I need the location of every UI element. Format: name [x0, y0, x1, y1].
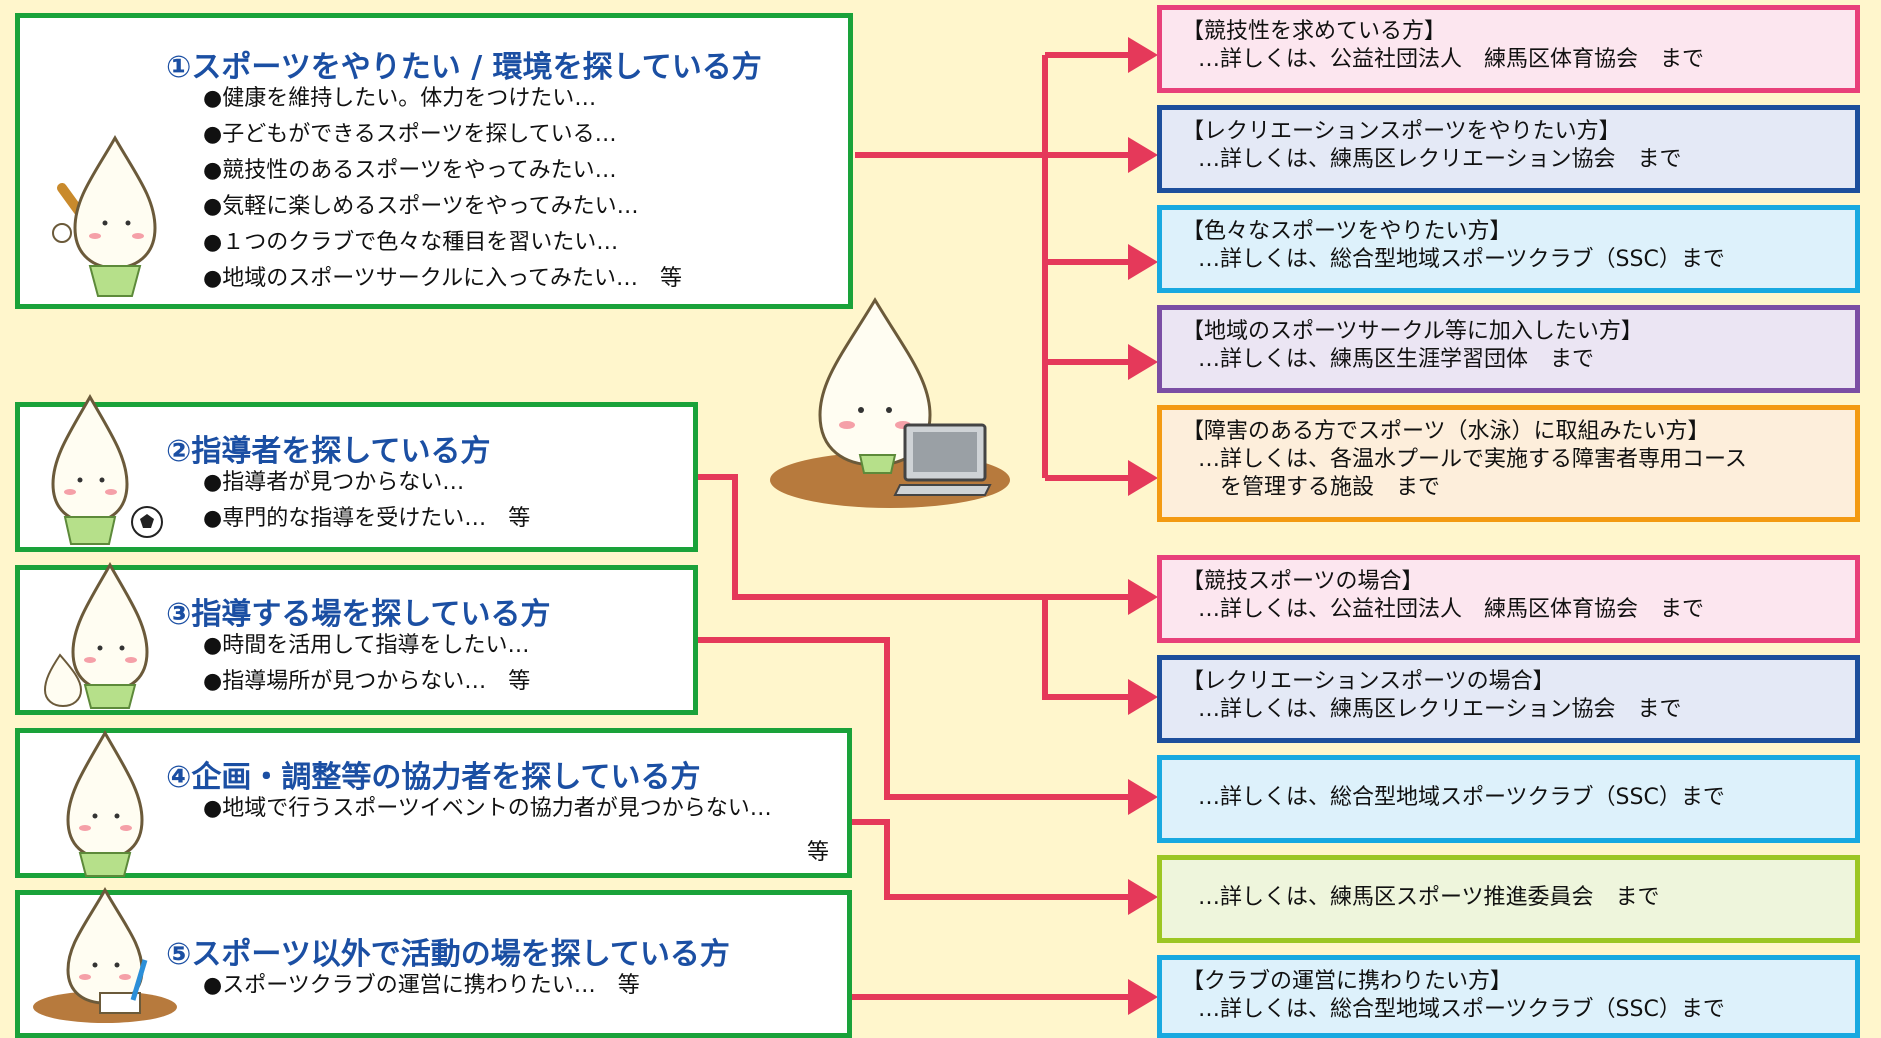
arrowhead-1 [1128, 37, 1158, 73]
arrowhead-6 [1128, 579, 1158, 615]
destination-box-9: …詳しくは、練馬区スポーツ推進委員会 まで [1157, 855, 1860, 943]
arrowhead-8 [1128, 779, 1158, 815]
arrowhead-5 [1128, 460, 1158, 496]
category-item: ●健康を維持したい。体力をつけたい… [203, 86, 597, 111]
destination-detail: を管理する施設 まで [1198, 475, 1441, 501]
destination-box-8: …詳しくは、総合型地域スポーツクラブ（SSC）まで [1157, 755, 1860, 843]
category-box-4: ④企画・調整等の協力者を探している方 ●地域で行うスポーツイベントの協力者が見つ… [15, 728, 852, 878]
destination-detail: …詳しくは、総合型地域スポーツクラブ（SSC）まで [1198, 247, 1725, 273]
category-title: ①スポーツをやりたい / 環境を探している方 [166, 50, 762, 85]
arrowhead-9 [1128, 879, 1158, 915]
category-item: ●気軽に楽しめるスポーツをやってみたい… [203, 194, 639, 219]
category-item: ●指導者が見つからない… [203, 470, 465, 495]
destination-detail: …詳しくは、公益社団法人 練馬区体育協会 まで [1198, 47, 1705, 73]
destination-title: 【地域のスポーツサークル等に加入したい方】 [1182, 319, 1643, 344]
destination-detail: …詳しくは、総合型地域スポーツクラブ（SSC）まで [1198, 997, 1725, 1023]
destination-box-6: 【競技スポーツの場合】 …詳しくは、公益社団法人 練馬区体育協会 まで [1157, 555, 1860, 643]
arrowhead-4 [1128, 344, 1158, 380]
connector-2-branch [1042, 597, 1130, 700]
destination-title: 【レクリエーションスポーツをやりたい方】 [1182, 119, 1621, 144]
destination-title: 【障害のある方でスポーツ（水泳）に取組みたい方】 [1182, 419, 1710, 444]
arrowhead-2 [1128, 137, 1158, 173]
mascot-baseball-icon [52, 134, 157, 297]
mascot-coach-icon [43, 561, 149, 709]
mascot-soccer-icon [51, 393, 163, 545]
category-box-1: ①スポーツをやりたい / 環境を探している方 ●健康を維持したい。体力をつけたい… [15, 13, 853, 309]
category-item: ●地域で行うスポーツイベントの協力者が見つからない… [203, 796, 772, 821]
category-item: ●１つのクラブで色々な種目を習いたい… [203, 230, 619, 255]
destination-title: 【クラブの運営に携わりたい方】 [1182, 969, 1513, 994]
category-item: ●時間を活用して指導をしたい… [203, 633, 530, 658]
category-title: ⑤スポーツ以外で活動の場を探している方 [166, 937, 730, 972]
arrowhead-10 [1128, 979, 1158, 1015]
destination-detail: …詳しくは、練馬区生涯学習団体 まで [1198, 347, 1595, 373]
destination-detail: …詳しくは、練馬区レクリエーション協会 まで [1198, 697, 1682, 723]
destination-box-10: 【クラブの運営に携わりたい方】 …詳しくは、総合型地域スポーツクラブ（SSC）ま… [1157, 955, 1860, 1038]
category-box-5: ⑤スポーツ以外で活動の場を探している方 ●スポーツクラブの運営に携わりたい… 等 [15, 886, 852, 1038]
mascot-standing-icon [66, 729, 144, 877]
destination-detail: …詳しくは、各温水プールで実施する障害者専用コース [1198, 447, 1747, 473]
category-item: ●地域のスポーツサークルに入ってみたい… 等 [203, 266, 682, 291]
category-title: ④企画・調整等の協力者を探している方 [166, 760, 701, 795]
destination-box-2: 【レクリエーションスポーツをやりたい方】 …詳しくは、練馬区レクリエーション協会… [1157, 105, 1860, 193]
destination-box-3: 【色々なスポーツをやりたい方】 …詳しくは、総合型地域スポーツクラブ（SSC）ま… [1157, 205, 1860, 293]
arrowhead-3 [1128, 244, 1158, 280]
category-item: ●競技性のあるスポーツをやってみたい… [203, 158, 617, 183]
category-item: ●スポーツクラブの運営に携わりたい… 等 [203, 973, 640, 998]
category-title: ②指導者を探している方 [166, 434, 491, 469]
destination-box-4: 【地域のスポーツサークル等に加入したい方】 …詳しくは、練馬区生涯学習団体 まで [1157, 305, 1860, 393]
mascot-writing-icon [33, 886, 177, 1023]
destination-title: 【色々なスポーツをやりたい方】 [1182, 219, 1512, 244]
category-item: ●子どもができるスポーツを探している… [203, 122, 617, 147]
connector-4 [852, 819, 1130, 900]
destination-detail: …詳しくは、練馬区レクリエーション協会 まで [1198, 147, 1682, 173]
category-title: ③指導する場を探している方 [166, 597, 551, 632]
destination-detail: …詳しくは、総合型地域スポーツクラブ（SSC）まで [1198, 785, 1725, 810]
destination-title: 【競技スポーツの場合】 [1182, 569, 1424, 594]
destination-detail: …詳しくは、公益社団法人 練馬区体育協会 まで [1198, 597, 1705, 623]
category-item-trailing: 等 [807, 840, 830, 865]
category-item: ●専門的な指導を受けたい… 等 [203, 506, 531, 531]
category-box-3: ③指導する場を探している方 ●時間を活用して指導をしたい… ●指導場所が見つから… [15, 561, 698, 715]
destination-detail: …詳しくは、練馬区スポーツ推進委員会 まで [1198, 885, 1660, 910]
category-box-2: ②指導者を探している方 ●指導者が見つからない… ●専門的な指導を受けたい… 等 [15, 393, 698, 552]
destination-box-7: 【レクリエーションスポーツの場合】 …詳しくは、練馬区レクリエーション協会 まで [1157, 655, 1860, 743]
category-item: ●指導場所が見つからない… 等 [203, 669, 531, 694]
destination-box-1: 【競技性を求めている方】 …詳しくは、公益社団法人 練馬区体育協会 まで [1157, 5, 1860, 93]
destination-box-5: 【障害のある方でスポーツ（水泳）に取組みたい方】 …詳しくは、各温水プールで実施… [1157, 405, 1860, 522]
arrowhead-7 [1128, 679, 1158, 715]
mascot-computer-icon [770, 297, 1010, 508]
destination-title: 【競技性を求めている方】 [1182, 19, 1447, 44]
destination-title: 【レクリエーションスポーツの場合】 [1182, 669, 1555, 694]
